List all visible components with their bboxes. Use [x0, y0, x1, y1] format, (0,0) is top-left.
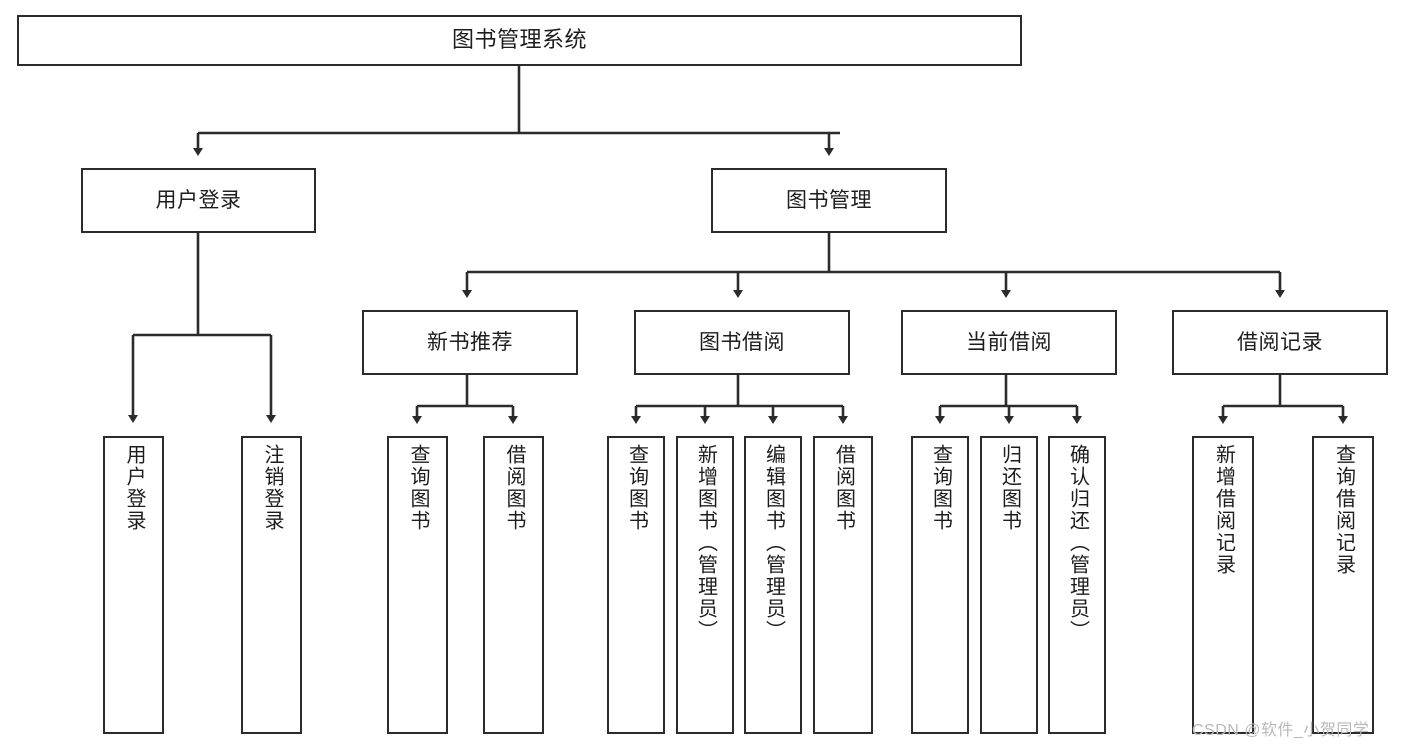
node-leaf-query-book-1-label: 查询图书: [407, 444, 429, 532]
node-leaf-query-book-2-label: 查询图书: [625, 444, 648, 532]
node-book-manage-label: 图书管理: [786, 188, 872, 212]
node-leaf-query-book-3[interactable]: 查询图书: [911, 436, 969, 734]
node-leaf-query-book-3-label: 查询图书: [929, 444, 952, 532]
node-leaf-user-login-label: 用户登录: [123, 444, 145, 532]
node-leaf-borrow-book-1-label: 借阅图书: [503, 444, 525, 532]
node-borrow-record[interactable]: 借阅记录: [1172, 310, 1388, 375]
node-current-borrow-label: 当前借阅: [966, 330, 1052, 354]
node-leaf-add-book[interactable]: 新增图书（管理员）: [676, 436, 734, 734]
node-book-borrow-label: 图书借阅: [699, 330, 785, 354]
node-borrow-record-label: 借阅记录: [1237, 330, 1323, 354]
node-leaf-edit-book[interactable]: 编辑图书（管理员）: [744, 436, 802, 734]
node-new-book-recommend[interactable]: 新书推荐: [362, 310, 578, 375]
node-leaf-confirm-return[interactable]: 确认归还（管理员）: [1048, 436, 1106, 734]
node-root-label: 图书管理系统: [451, 27, 587, 53]
node-leaf-borrow-book-2-label: 借阅图书: [832, 444, 855, 532]
node-leaf-add-record[interactable]: 新增借阅记录: [1192, 436, 1254, 734]
node-leaf-return-book-label: 归还图书: [998, 444, 1021, 532]
node-leaf-return-book[interactable]: 归还图书: [980, 436, 1038, 734]
node-new-book-recommend-label: 新书推荐: [427, 330, 513, 354]
node-leaf-user-login[interactable]: 用户登录: [103, 436, 164, 734]
node-leaf-borrow-book-2[interactable]: 借阅图书: [813, 436, 873, 734]
node-user-login[interactable]: 用户登录: [81, 168, 316, 233]
node-book-manage[interactable]: 图书管理: [711, 168, 947, 233]
node-leaf-add-record-label: 新增借阅记录: [1212, 444, 1235, 576]
node-root[interactable]: 图书管理系统: [17, 15, 1022, 66]
node-leaf-logout-login[interactable]: 注销登录: [241, 436, 302, 734]
node-user-login-label: 用户登录: [155, 188, 242, 212]
node-leaf-query-book-1[interactable]: 查询图书: [387, 436, 448, 734]
node-current-borrow[interactable]: 当前借阅: [901, 310, 1117, 375]
node-leaf-query-book-2[interactable]: 查询图书: [607, 436, 665, 734]
node-leaf-query-record-label: 查询借阅记录: [1332, 444, 1355, 576]
node-leaf-borrow-book-1[interactable]: 借阅图书: [483, 436, 544, 734]
node-leaf-edit-book-label: 编辑图书（管理员）: [762, 444, 785, 642]
node-leaf-add-book-label: 新增图书（管理员）: [694, 444, 717, 642]
csdn-watermark: CSDN @软件_小贺同学: [1192, 722, 1370, 739]
node-leaf-logout-login-label: 注销登录: [261, 444, 283, 532]
node-book-borrow[interactable]: 图书借阅: [634, 310, 850, 375]
node-leaf-query-record[interactable]: 查询借阅记录: [1312, 436, 1374, 734]
node-leaf-confirm-return-label: 确认归还（管理员）: [1066, 444, 1089, 642]
